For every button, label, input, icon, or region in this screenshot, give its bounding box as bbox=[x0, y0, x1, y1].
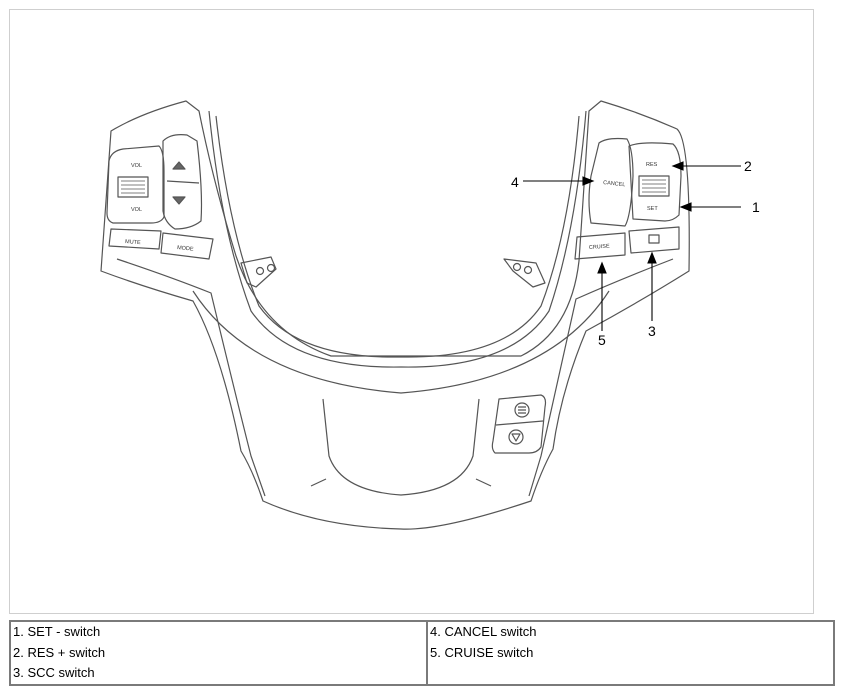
mute-label: MUTE bbox=[125, 239, 141, 246]
mode-key bbox=[160, 232, 214, 260]
callout-4-number: 4 bbox=[511, 174, 519, 190]
vol-up-label: VOL bbox=[131, 163, 142, 169]
res-label: RES bbox=[646, 162, 658, 168]
legend-item: 3. SCC switch bbox=[13, 665, 95, 680]
callout-1-number: 1 bbox=[752, 199, 760, 215]
left-rocker bbox=[162, 134, 203, 230]
scc-key bbox=[628, 226, 680, 254]
lower-plate bbox=[322, 398, 480, 496]
cancel-label: CANCEL bbox=[603, 180, 626, 188]
res-set-bezel bbox=[628, 142, 682, 222]
spoke-curve bbox=[208, 110, 587, 368]
legend-item: 1. SET - switch bbox=[13, 624, 101, 639]
callout-2-number: 2 bbox=[744, 158, 752, 174]
set-label: SET bbox=[647, 206, 658, 212]
mode-label: MODE bbox=[177, 245, 194, 253]
mute-key bbox=[108, 228, 162, 250]
legend-item: 5. CRUISE switch bbox=[430, 644, 534, 660]
wheel-cover-inner bbox=[116, 258, 266, 497]
callout-5-number: 5 bbox=[598, 332, 606, 348]
legend-item: 2. RES + switch bbox=[13, 644, 106, 660]
steering-wheel-switch-diagram: VOL VOL MUTE MODE CANCEL RES SET CRUISE … bbox=[100, 100, 760, 530]
vol-down-label: VOL bbox=[131, 207, 142, 213]
legend-item: 4. CANCEL switch bbox=[430, 624, 537, 639]
callout-3-number: 3 bbox=[648, 323, 656, 339]
legend-table: 1. SET - switch 2. RES + switch 3. SCC s… bbox=[9, 620, 835, 686]
diagram-frame: VOL VOL MUTE MODE CANCEL RES SET CRUISE … bbox=[9, 9, 814, 614]
cancel-rocker bbox=[588, 137, 634, 227]
cruise-key bbox=[574, 232, 626, 260]
legend-left-column: 1. SET - switch 2. RES + switch 3. SCC s… bbox=[9, 620, 428, 686]
vol-down-arrow bbox=[172, 196, 186, 205]
lower-button-pod bbox=[491, 394, 547, 454]
wheel-cover-outline bbox=[100, 100, 690, 530]
vol-up-arrow bbox=[172, 161, 186, 170]
legend-right-column: 4. CANCEL switch 5. CRUISE switch bbox=[426, 620, 835, 686]
cruise-label: CRUISE bbox=[589, 244, 610, 251]
